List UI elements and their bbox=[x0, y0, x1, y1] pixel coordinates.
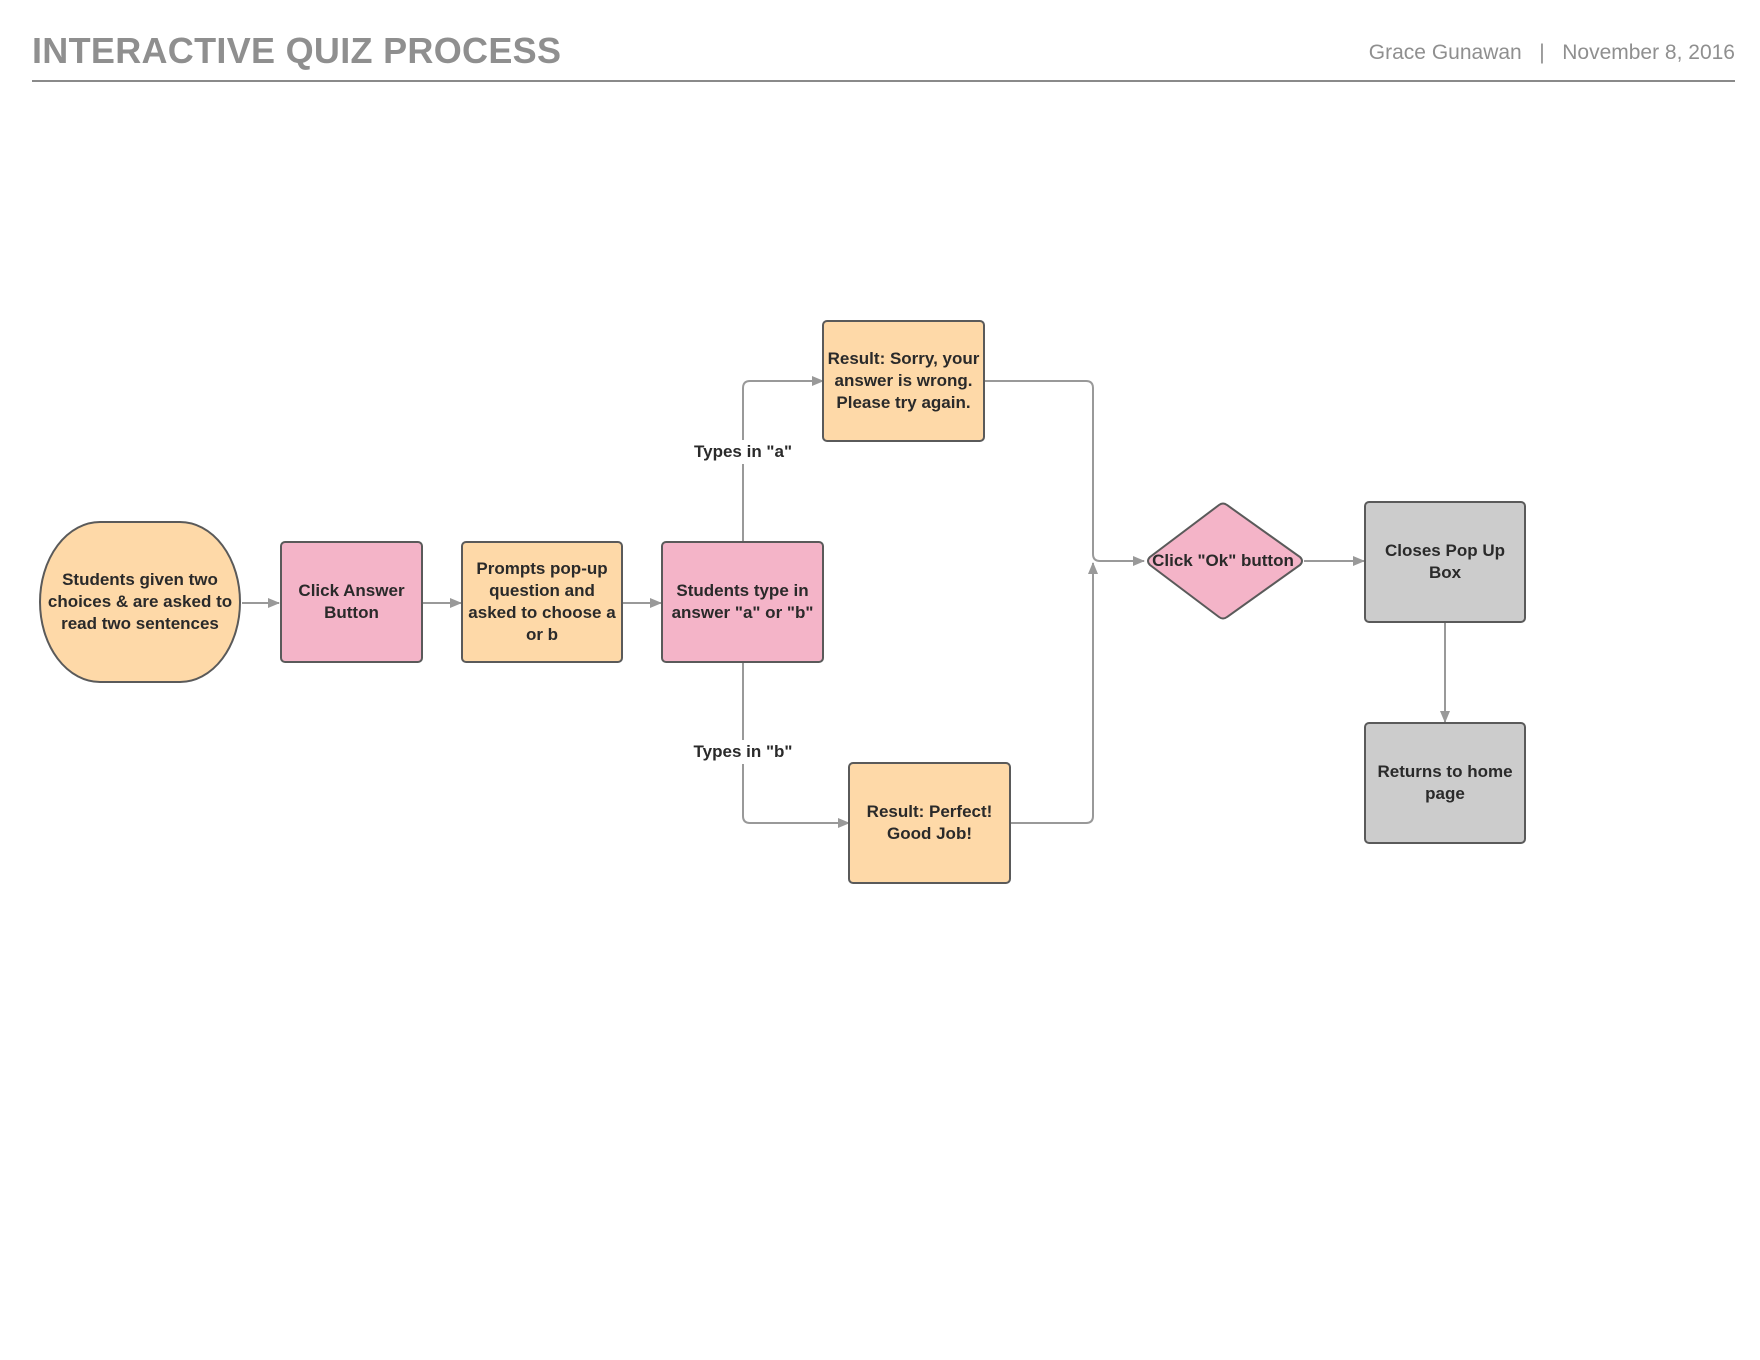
edge-label-types-b: Types in "b" bbox=[689, 740, 797, 764]
result-wrong-node: Result: Sorry, your answer is wrong. Ple… bbox=[827, 349, 980, 412]
result-wrong-shape bbox=[822, 320, 985, 442]
connector-wrong-to-ok bbox=[985, 380, 1145, 566]
header-meta: Grace Gunawan | November 8, 2016 bbox=[1369, 41, 1735, 65]
result-right-node: Result: Perfect! Good Job! bbox=[866, 802, 993, 843]
shapes bbox=[39, 320, 1526, 884]
start-node: Students given two choices & are asked t… bbox=[47, 570, 233, 633]
result-right-shape bbox=[848, 762, 1011, 884]
returns-home-shape bbox=[1364, 722, 1526, 844]
page-title: INTERACTIVE QUIZ PROCESS bbox=[32, 30, 562, 71]
author-name: Grace Gunawan bbox=[1368, 41, 1522, 64]
prompts-node: Prompts pop-up question and asked to cho… bbox=[468, 559, 616, 644]
click-answer-shape bbox=[280, 541, 423, 663]
closes-popup-shape bbox=[1364, 501, 1526, 623]
connectors bbox=[242, 376, 1450, 828]
type-answer-shape bbox=[661, 541, 824, 663]
type-answer-node: Students type in answer "a" or "b" bbox=[671, 581, 814, 622]
connector-type-to-wrong bbox=[742, 376, 824, 541]
start-terminator-shape bbox=[39, 521, 241, 683]
document-date: November 8, 2016 bbox=[1562, 41, 1735, 64]
prompts-shape bbox=[461, 541, 623, 663]
connector-type-to-right bbox=[742, 663, 850, 828]
meta-separator: | bbox=[1539, 41, 1545, 64]
edge-label-types-a: Types in "a" bbox=[690, 440, 796, 464]
closes-popup-node: Closes Pop Up Box bbox=[1385, 541, 1505, 582]
click-ok-decision-shape bbox=[1147, 502, 1303, 620]
page-header: INTERACTIVE QUIZ PROCESS Grace Gunawan |… bbox=[32, 28, 1735, 82]
click-ok-node: Click "Ok" button bbox=[1152, 551, 1294, 570]
click-answer-node: Click Answer Button bbox=[298, 581, 405, 622]
connector-right-to-ok bbox=[1011, 562, 1098, 824]
returns-home-node: Returns to home page bbox=[1377, 762, 1513, 803]
